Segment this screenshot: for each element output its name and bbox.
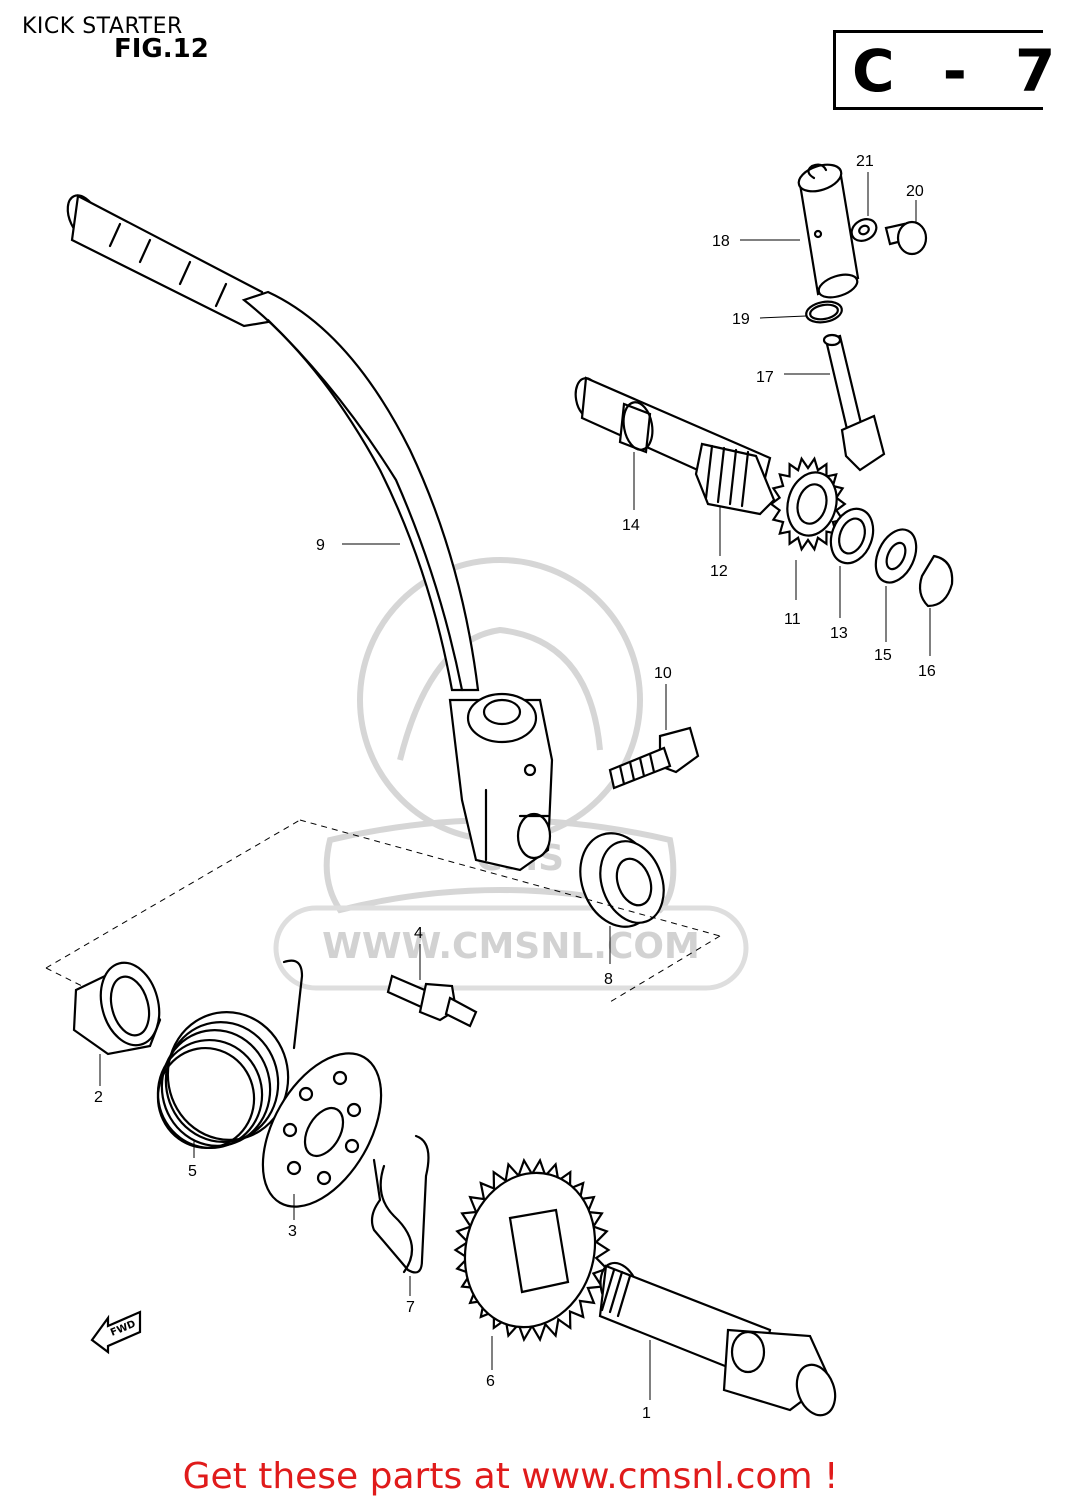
part-12-bushing	[694, 442, 776, 556]
callout-18: 18	[712, 233, 730, 250]
callout-12: 12	[710, 563, 728, 580]
part-17-pawl	[784, 333, 886, 472]
callout-14: 14	[622, 517, 640, 534]
footer-link[interactable]: Get these parts at www.cmsnl.com !	[182, 1456, 839, 1497]
part-8-oil-seal	[579, 832, 665, 964]
callout-16: 16	[918, 663, 936, 680]
callout-10: 10	[654, 665, 672, 682]
part-1-shaft	[598, 1261, 837, 1417]
part-6-gear	[453, 1157, 611, 1370]
part-15-washer	[874, 528, 918, 642]
callout-7: 7	[406, 1299, 415, 1316]
part-20-screw	[884, 200, 928, 256]
exploded-parts-diagram: WWW.CMSNL.COM CMS	[45, 153, 954, 1422]
fwd-arrow: FWD	[90, 1310, 142, 1355]
callout-13: 13	[830, 625, 848, 642]
callout-2: 2	[94, 1089, 103, 1106]
part-9-kick-lever	[66, 194, 554, 872]
callout-8: 8	[604, 971, 613, 988]
part-2-bushing	[72, 961, 162, 1086]
part-19-o-ring	[759, 300, 843, 324]
callout-19: 19	[732, 311, 750, 328]
part-18-pivot-shaft	[740, 163, 860, 299]
callout-4: 4	[414, 925, 423, 942]
part-5-spring	[156, 959, 304, 1158]
part-21-washer	[850, 172, 878, 242]
part-7-clip	[370, 1134, 430, 1296]
part-3-plate	[261, 1052, 383, 1220]
callout-6: 6	[486, 1373, 495, 1390]
callout-labels: 1 2 3 4 5 6 7 8 9 10 11 12 13 14 15 16 1…	[94, 153, 936, 1422]
assembly-outline	[45, 819, 721, 1003]
page-title: KICK STARTER	[22, 14, 183, 39]
section-code: C - 7	[852, 37, 1069, 105]
parts-diagram-page: WWW.CMSNL.COM CMS	[22, 14, 1056, 1497]
callout-21: 21	[856, 153, 874, 170]
callout-20: 20	[906, 183, 924, 200]
part-13-washer	[829, 507, 875, 618]
watermark-url: WWW.CMSNL.COM	[322, 926, 700, 967]
callout-17: 17	[756, 369, 774, 386]
callout-3: 3	[288, 1223, 297, 1240]
part-16-circlip	[918, 554, 954, 656]
part-11-idle-gear	[769, 456, 847, 600]
callout-9: 9	[316, 537, 325, 554]
figure-label: FIG.12	[114, 34, 209, 64]
section-code-box: C - 7	[833, 30, 1055, 110]
callout-15: 15	[874, 647, 892, 664]
part-4-stud-bolt	[386, 944, 478, 1028]
callout-5: 5	[188, 1163, 197, 1180]
part-10-bolt	[608, 684, 700, 790]
callout-11: 11	[784, 611, 801, 628]
callout-1: 1	[642, 1405, 651, 1422]
